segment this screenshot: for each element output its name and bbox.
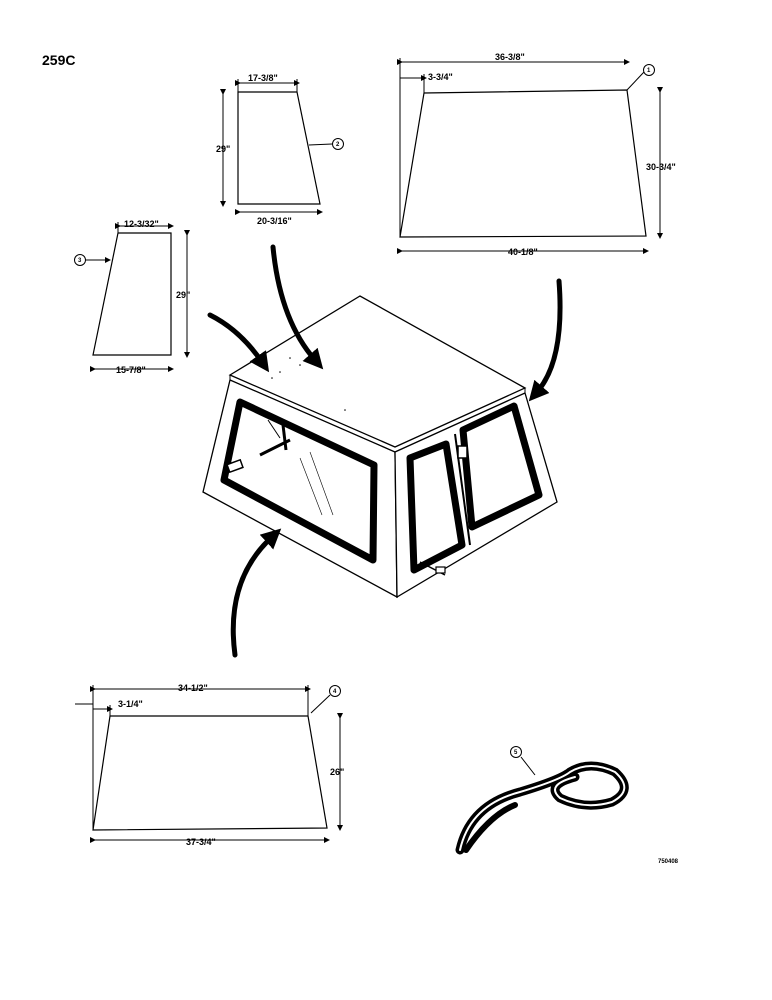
cab-side-window-right: [459, 402, 543, 531]
glass-panel-3: [92, 232, 172, 356]
cab-illustration: [202, 295, 558, 599]
image-code: 750408: [658, 859, 679, 865]
callout-1-label: 1: [647, 68, 651, 74]
callout-3-label: 3: [78, 258, 82, 264]
arrow-part-2: [270, 244, 324, 370]
part-2-top-dim: 17-3/8": [248, 73, 278, 83]
glass-part-4: 34-1/2" 3-1/4" 26" 37-3/4" 4: [75, 683, 344, 847]
part-1-bottom-dim: 40-1/8": [508, 247, 538, 257]
part-4-offset-dim: 3-1/4": [118, 699, 143, 709]
part-3-height-dim: 29": [176, 290, 190, 300]
part-4-top-dim: 34-1/2": [178, 683, 208, 693]
glass-panel-1: [399, 89, 647, 238]
cab-side-window-left: [406, 440, 466, 574]
glass-panel-2: [237, 91, 321, 205]
part-4-bottom-dim: 37-3/4": [186, 837, 216, 847]
part-2-bottom-dim: 20-3/16": [257, 216, 292, 226]
glass-part-3: 12-3/32" 29" 15-7/8" 3: [74, 219, 190, 375]
part-3-bottom-dim: 15-7/8": [116, 365, 146, 375]
callout-4: [329, 685, 341, 697]
part-2-height-dim: 29": [216, 144, 230, 154]
part-1-height-dim: 30-3/4": [646, 162, 676, 172]
callout-5: [510, 746, 522, 758]
cab-side-wall: [394, 392, 558, 599]
callout-4-label: 4: [333, 689, 337, 695]
arrow-part-1: [528, 278, 563, 402]
glass-part-2: 17-3/8" 29" 20-3/16" 2: [216, 73, 344, 226]
callout-5-label: 5: [514, 750, 518, 756]
part-1-offset-dim: 3-3/4": [428, 72, 453, 82]
glass-panel-4: [92, 715, 328, 831]
arrow-part-4: [230, 528, 282, 658]
callout-3: [74, 254, 86, 266]
callout-2-label: 2: [336, 142, 340, 148]
callout-2: [332, 138, 344, 150]
callout-1: [643, 64, 655, 76]
page-title: 259C: [42, 52, 75, 68]
seal-part-5: 5: [455, 746, 629, 855]
glass-part-1: 36-3/8" 3-3/4" 30-3/4" 40-1/8" 1: [397, 52, 676, 257]
part-1-top-dim: 36-3/8": [495, 52, 525, 62]
cab-front-window: [220, 398, 378, 564]
part-4-height-dim: 26": [330, 767, 344, 777]
arrow-part-3: [207, 312, 270, 373]
part-3-top-dim: 12-3/32": [124, 219, 159, 229]
